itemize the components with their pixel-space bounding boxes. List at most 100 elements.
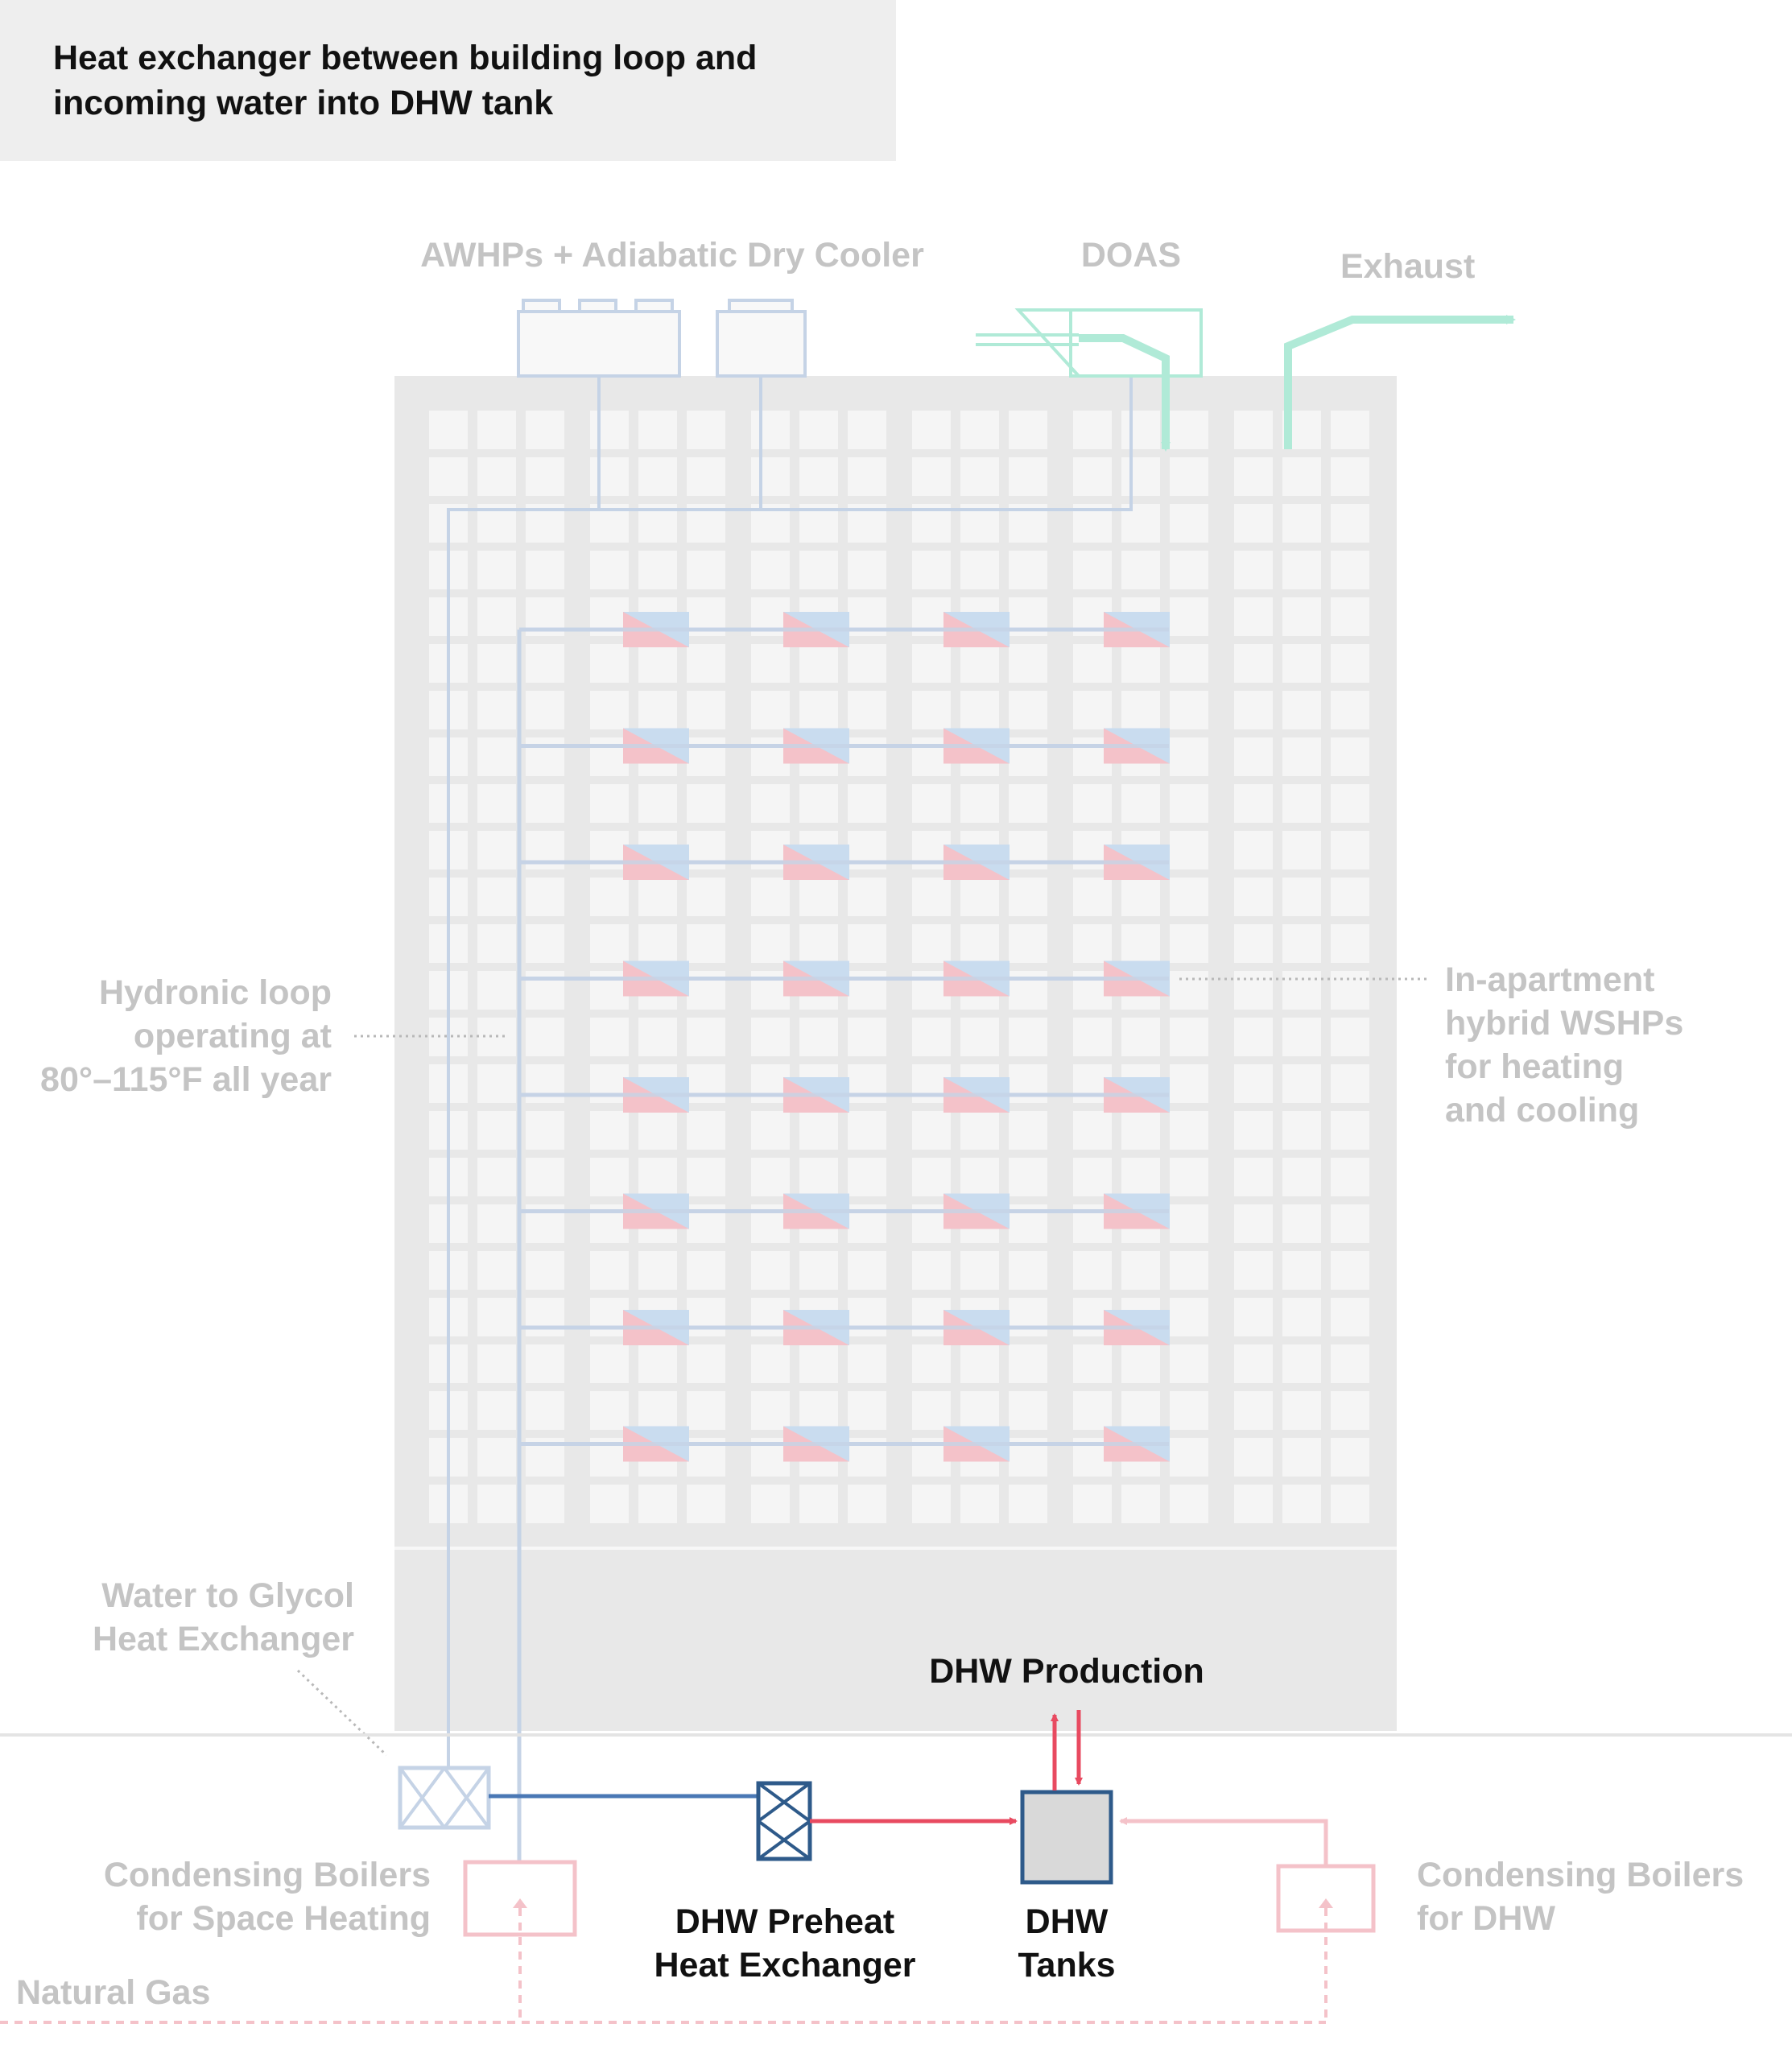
window-pane: [1121, 691, 1160, 729]
window-pane: [1282, 691, 1321, 729]
window-pane: [1331, 737, 1369, 776]
window-pane: [1170, 737, 1208, 776]
window-pane: [960, 1485, 999, 1523]
window-pane: [526, 1111, 564, 1150]
window-pane: [477, 1391, 516, 1430]
preheat-line-2: Heat Exchanger: [654, 1946, 916, 1985]
window-pane: [1121, 924, 1160, 963]
window-pane: [960, 1111, 999, 1150]
window-pane: [751, 924, 790, 963]
window-pane: [526, 737, 564, 776]
window-pane: [960, 1158, 999, 1196]
window-pane: [1121, 1391, 1160, 1430]
window-pane: [799, 1251, 838, 1290]
window-pane: [1331, 1298, 1369, 1336]
window-pane: [751, 1391, 790, 1430]
window-pane: [1282, 737, 1321, 776]
window-pane: [848, 784, 886, 823]
window-pane: [1282, 504, 1321, 543]
window-pane: [912, 644, 951, 683]
window-pane: [1170, 1391, 1208, 1430]
window-pane: [526, 551, 564, 589]
window-pane: [960, 1344, 999, 1383]
window-pane: [687, 1298, 725, 1336]
window-pane: [799, 878, 838, 916]
window-pane: [848, 1485, 886, 1523]
window-pane: [848, 1111, 886, 1150]
window-pane: [1282, 831, 1321, 869]
window-pane: [1282, 878, 1321, 916]
window-pane: [477, 1298, 516, 1336]
window-pane: [1282, 1344, 1321, 1383]
window-pane: [1170, 1204, 1208, 1243]
window-pane: [799, 784, 838, 823]
window-pane: [1282, 1485, 1321, 1523]
window-pane: [1121, 1344, 1160, 1383]
window-pane: [799, 1111, 838, 1150]
window-pane: [1282, 644, 1321, 683]
window-pane: [1282, 597, 1321, 636]
window-pane: [1282, 1111, 1321, 1150]
window-pane: [477, 1438, 516, 1477]
window-pane: [1331, 457, 1369, 496]
window-pane: [477, 691, 516, 729]
window-pane: [912, 411, 951, 449]
window-pane: [638, 784, 677, 823]
window-pane: [526, 784, 564, 823]
window-pane: [1282, 971, 1321, 1010]
window-pane: [1331, 878, 1369, 916]
window-pane: [1009, 784, 1047, 823]
window-pane: [1234, 1111, 1273, 1150]
floor-branches: [519, 612, 1170, 1462]
window-pane: [590, 924, 629, 963]
window-pane: [751, 1485, 790, 1523]
window-pane: [960, 457, 999, 496]
window-pane: [1170, 924, 1208, 963]
doas-label: DOAS: [1080, 236, 1182, 275]
window-pane: [1170, 1064, 1208, 1103]
window-pane: [1073, 924, 1112, 963]
roof-pipes: [447, 376, 1133, 1767]
window-pane: [1170, 1111, 1208, 1150]
window-pane: [477, 1111, 516, 1150]
dhw-tanks-label: DHW Tanks: [978, 1900, 1155, 1987]
window-pane: [1170, 457, 1208, 496]
window-pane: [1331, 1344, 1369, 1383]
window-pane: [799, 924, 838, 963]
window-pane: [960, 411, 999, 449]
window-pane: [960, 1251, 999, 1290]
window-pane: [912, 1018, 951, 1056]
window-pane: [477, 831, 516, 869]
window-pane: [1331, 831, 1369, 869]
window-pane: [1234, 737, 1273, 776]
window-pane: [1234, 1064, 1273, 1103]
window-pane: [1009, 457, 1047, 496]
window-pane: [1073, 1344, 1112, 1383]
window-pane: [638, 457, 677, 496]
window-pane: [1009, 1391, 1047, 1430]
glycol-hx-label: Water to Glycol Heat Exchanger: [32, 1574, 354, 1661]
wshp-line-1: In-apartment: [1445, 960, 1655, 999]
window-pane: [960, 551, 999, 589]
window-pane: [751, 1344, 790, 1383]
window-pane: [960, 1391, 999, 1430]
window-pane: [477, 457, 516, 496]
window-pane: [848, 1298, 886, 1336]
window-pane: [687, 737, 725, 776]
window-pane: [848, 457, 886, 496]
window-pane: [1009, 924, 1047, 963]
window-pane: [687, 924, 725, 963]
window-pane: [1331, 784, 1369, 823]
window-pane: [799, 691, 838, 729]
window-pane: [526, 1344, 564, 1383]
exhaust-label: Exhaust: [1340, 247, 1476, 286]
window-pane: [751, 1018, 790, 1056]
diagram-title: Heat exchanger between building loop and…: [53, 35, 882, 126]
window-pane: [526, 457, 564, 496]
window-pane: [848, 691, 886, 729]
window-pane: [1170, 1344, 1208, 1383]
window-pane: [912, 1391, 951, 1430]
window-pane: [638, 924, 677, 963]
window-pane: [1331, 691, 1369, 729]
